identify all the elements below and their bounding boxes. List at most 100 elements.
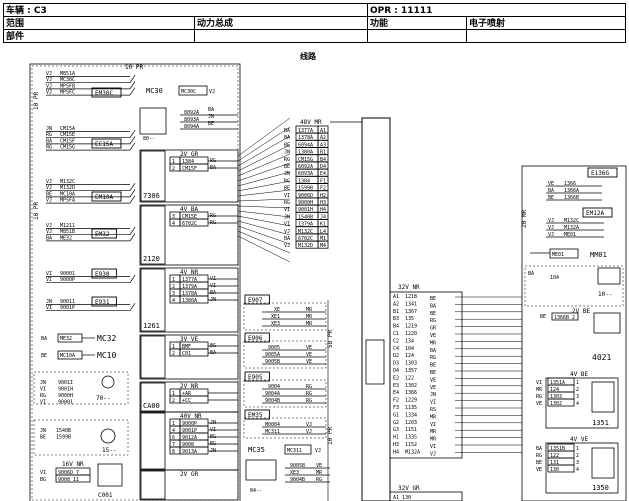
pin-box (295, 219, 319, 228)
wire-id: ME01 (564, 232, 576, 238)
middle-side-label: 58 PR (327, 330, 334, 348)
pin-number: H3 (393, 442, 399, 448)
pin-box (317, 132, 329, 141)
wire-color: BE (430, 311, 436, 317)
box-104-code: 10-- (598, 291, 612, 298)
wire-color: RG (40, 393, 46, 399)
wire-id-box (179, 281, 209, 290)
component-code: MC30 (146, 87, 163, 95)
pin-number: 4 (576, 401, 579, 407)
pin-number: B4 (320, 157, 326, 163)
middle-box (243, 302, 327, 331)
relay-block (33, 371, 129, 405)
component-connector: 4V BA (180, 206, 198, 213)
middle-side-label: 10 PR (327, 427, 334, 445)
sensor-block (33, 419, 129, 456)
wire-color: RG (284, 200, 290, 206)
wire-color: VJ (46, 90, 52, 96)
pin-box (169, 295, 181, 304)
wire-id: MC311 (265, 429, 280, 435)
pin-number: 2 (576, 453, 579, 459)
wire-id: 6093A (298, 171, 313, 177)
wire-bend (129, 81, 136, 90)
pin-number: 4 (172, 221, 175, 227)
bundle-wire (237, 198, 291, 202)
bundle-wire (237, 153, 291, 177)
wire-id: 1218 (405, 294, 417, 300)
wire-id: 1152 (405, 442, 417, 448)
pin-number: D2 (393, 353, 399, 359)
wire-color: VI (430, 422, 436, 428)
wire-id: 1303 (405, 361, 417, 367)
wire-id-box (547, 384, 575, 393)
wire-color: VI (46, 271, 52, 277)
pin-box (169, 388, 181, 397)
wire-color: JN (284, 171, 290, 177)
wire-id: M1211 (60, 223, 75, 229)
middle-bottom-symbol (245, 459, 277, 481)
pin-number: A2 (320, 135, 326, 141)
wire-id: MC10A (60, 191, 75, 197)
wire-color: RG (210, 213, 216, 219)
wire-id: MPSFA (60, 198, 75, 204)
bundle-wire (237, 220, 291, 236)
wire-id: CM15E (60, 132, 75, 138)
pin-number: 3 (172, 214, 175, 220)
wire-id-box (179, 211, 209, 220)
pin-number: L4 (320, 229, 326, 235)
wire-color: RG (210, 158, 216, 164)
wire-color: VJ (46, 229, 52, 235)
mm01-tag-box (549, 248, 579, 259)
pin-box (317, 190, 329, 199)
wire-id: 90001 (58, 400, 73, 406)
wire-id: 9006D (298, 193, 313, 199)
wire-color: RG (536, 394, 542, 400)
right-panel-frame (521, 165, 627, 501)
middle-tag: EM35 (248, 412, 263, 419)
wire-id: 124 (550, 387, 559, 393)
wire-color: VI (284, 207, 290, 213)
harness-bar (361, 117, 391, 501)
pin-number: H3 (320, 200, 326, 206)
wire-id: 9001H (58, 387, 73, 393)
pin-number: F1 (320, 178, 326, 184)
wire-id: 1302 (550, 401, 562, 407)
middle-box (243, 379, 327, 408)
wire-id-box (547, 450, 575, 459)
wire-color: RG (430, 355, 436, 361)
bundle-wire (237, 144, 291, 172)
title-row-1: 车辆 : C3 OPR : 11111 (3, 3, 626, 17)
wire-bend (129, 87, 136, 96)
middle-box (243, 340, 327, 369)
wire-id: M0004 (265, 422, 280, 428)
pin-number: B1 (393, 309, 399, 315)
pin-box (295, 204, 319, 213)
wire-id: 6092A (298, 164, 313, 170)
wire-id: 9005B (265, 359, 280, 365)
pin-number: E2 (393, 375, 399, 381)
wire-id-box (179, 439, 209, 448)
wire-id: 9001P (60, 305, 75, 311)
pin-box (295, 197, 319, 206)
wire-color: JN (210, 448, 216, 454)
pin-number: 3 (576, 460, 579, 466)
middle-tag-box (244, 332, 270, 343)
wire-id: 90011 (60, 299, 75, 305)
wire-id: 6094A (298, 142, 313, 148)
wire-id: 1303 (550, 394, 562, 400)
wire-id: 9000H (298, 200, 313, 206)
component-frame (139, 411, 239, 471)
component-connector: 2V NR (180, 383, 198, 390)
wire-id: 131 (550, 460, 559, 466)
wire-id: 8093A (184, 117, 199, 123)
wire-color: VE (430, 333, 436, 339)
wire-color: BE (41, 353, 47, 359)
wire-color: VI (210, 276, 216, 282)
wire-id: M132A (564, 225, 579, 231)
wire-color: VJ (46, 198, 52, 204)
wire-color: BG (40, 477, 46, 483)
component-code: CA00 (143, 402, 160, 410)
pin-number: 1 (576, 446, 579, 452)
wire-color: VI (40, 387, 46, 393)
wire-color: BA (284, 135, 290, 141)
